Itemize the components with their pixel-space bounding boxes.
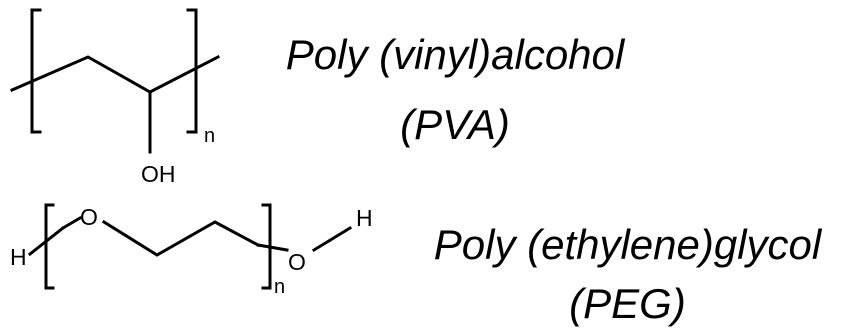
- peg-repeat-subscript: n: [274, 276, 285, 298]
- pva-bracket-left: [30, 8, 42, 134]
- peg-abbreviation-label: (PEG): [569, 280, 686, 327]
- peg-oxygen-inner: O: [80, 204, 98, 230]
- pva-structure: OH n: [10, 8, 221, 187]
- pva-bracket-right: [186, 8, 198, 134]
- peg-structure: H O n O H: [10, 203, 373, 298]
- pva-abbreviation-label: (PVA): [400, 101, 510, 148]
- pva-repeat-subscript: n: [204, 125, 215, 147]
- pva-name-label: Poly (vinyl)alcohol: [285, 31, 625, 78]
- peg-end-hydrogen-left: H: [10, 244, 27, 270]
- pva-hydroxyl-label: OH: [141, 161, 176, 187]
- peg-bond-c-oterminal: [256, 243, 289, 252]
- pva-backbone-bond: [10, 54, 221, 94]
- peg-end-hydrogen-right: H: [356, 205, 373, 231]
- peg-oxygen-terminal: O: [288, 249, 306, 275]
- peg-bond-o-h: [311, 225, 353, 253]
- peg-bond-c-o: [60, 215, 83, 231]
- peg-name-label: Poly (ethylene)glycol: [433, 221, 822, 268]
- peg-bracket-left: [44, 203, 55, 290]
- peg-bond-h-c: [27, 225, 66, 257]
- peg-ethylene-bond: [101, 219, 261, 257]
